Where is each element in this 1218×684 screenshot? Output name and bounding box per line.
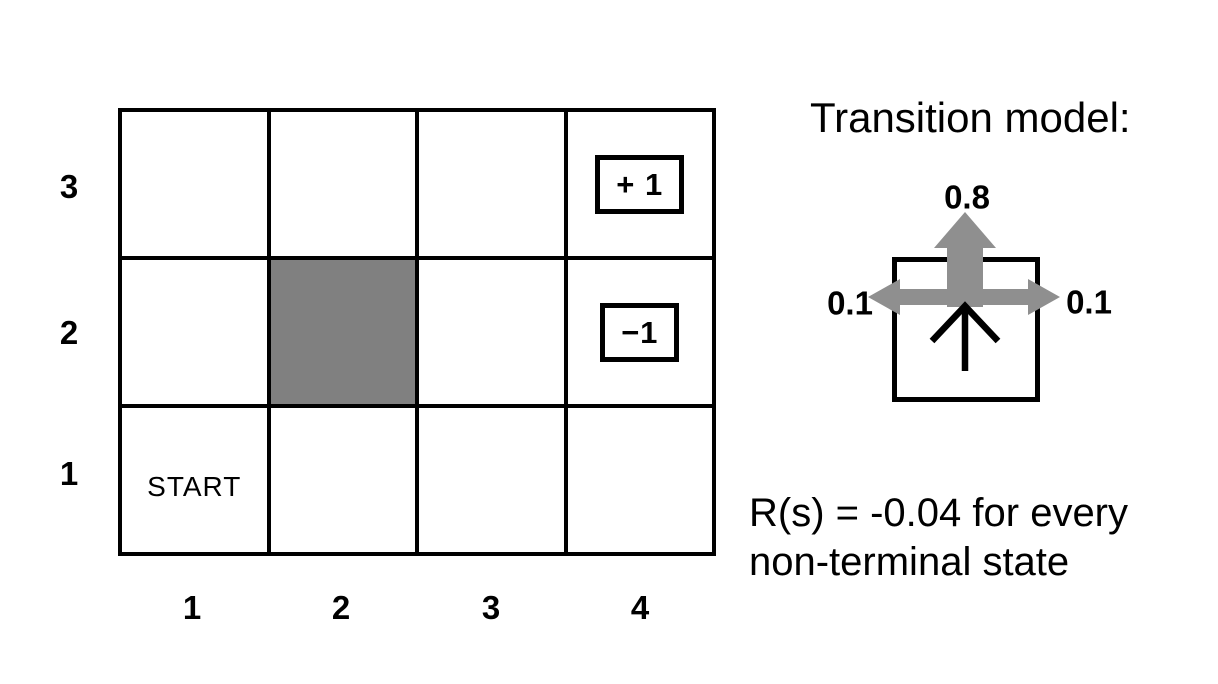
grid-cell-2-1 <box>270 408 415 552</box>
col-label-3: 3 <box>481 589 501 626</box>
start-label: START <box>147 471 242 502</box>
intended-action-arrow-icon <box>929 301 1001 371</box>
grid-cell-1-2 <box>122 260 267 404</box>
row-label-1: 1 <box>59 455 79 492</box>
grid-cell-4-1 <box>567 408 712 552</box>
prob-right-label: 0.1 <box>1066 283 1112 321</box>
prob-up-label: 0.8 <box>944 178 990 216</box>
grid-cell-1-1-start: START <box>122 408 267 552</box>
reward-line-2: non-terminal state <box>749 540 1070 584</box>
prob-left-label: 0.1 <box>827 284 873 322</box>
grid-cell-2-2-blocked <box>270 260 415 404</box>
col-label-2: 2 <box>331 589 351 626</box>
up-arrow-0.8-icon <box>934 212 996 307</box>
grid-cell-1-3 <box>122 112 267 256</box>
col-label-1: 1 <box>182 589 202 626</box>
row-label-2: 2 <box>59 314 79 351</box>
grid-cell-3-1 <box>419 408 564 552</box>
side-arrows-0.1-icon <box>868 279 1060 315</box>
grid-cell-3-3 <box>419 112 564 256</box>
row-label-3: 3 <box>59 168 79 205</box>
grid-cell-4-2: −1 <box>567 260 712 404</box>
reward-text: R(s) = -0.04 for every non-terminal stat… <box>749 489 1128 587</box>
grid-cell-4-3: + 1 <box>567 112 712 256</box>
reward-line-1: R(s) = -0.04 for every <box>749 491 1129 535</box>
plus-one-terminal-badge: + 1 <box>595 154 685 214</box>
transition-model-title: Transition model: <box>810 94 1131 141</box>
grid-cell-3-2 <box>419 260 564 404</box>
grid-cell-2-3 <box>270 112 415 256</box>
minus-one-terminal-badge: −1 <box>600 302 680 362</box>
grid-world: + 1 −1 START <box>118 108 716 556</box>
col-label-4: 4 <box>630 589 650 626</box>
transition-model-diagram <box>868 212 1060 402</box>
